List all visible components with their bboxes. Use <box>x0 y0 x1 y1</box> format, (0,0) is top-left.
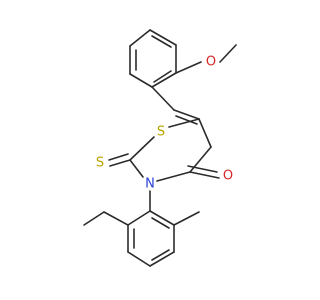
ring-sulfur-label: S <box>157 125 165 140</box>
ethylmethylphenyl-ring <box>127 210 175 267</box>
nitrogen-label: N <box>145 177 155 192</box>
molecule-canvas: O S S N O <box>83 29 237 267</box>
atom-labels: O S S N O <box>96 55 233 192</box>
methoxyphenyl-ring <box>129 29 177 88</box>
carbonyl-oxygen-label: O <box>223 169 233 184</box>
methyl-group <box>173 211 200 226</box>
benzylidene-linker <box>151 86 200 125</box>
ethyl-group <box>83 211 129 226</box>
methoxy-group <box>175 44 237 74</box>
thiazolidinone-ring <box>108 118 220 182</box>
structure-diagram: O S S N O <box>83 29 237 267</box>
methoxy-oxygen-label: O <box>206 55 216 70</box>
thioxo-sulfur-label: S <box>96 156 104 171</box>
